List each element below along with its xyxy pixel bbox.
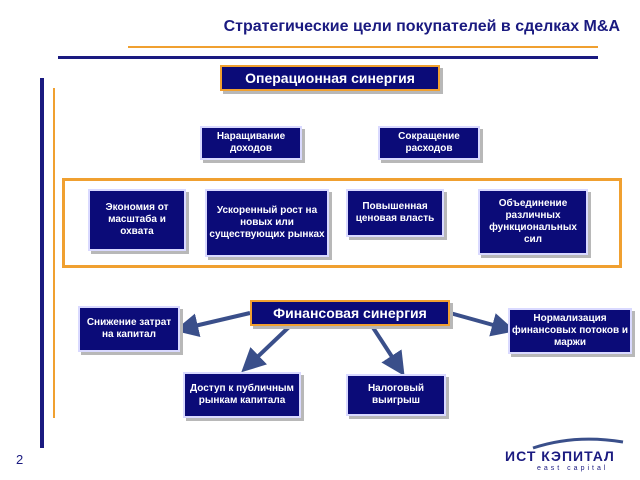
- functional-combination-label: Объединение различных функциональных сил: [489, 198, 577, 245]
- normalization-label: Нормализация финансовых потоков и маржи: [511, 313, 629, 348]
- public-access-label: Доступ к публичным рынкам капитала: [190, 383, 294, 406]
- logo-sub-text: east capital: [537, 465, 609, 472]
- revenue-growth-box: Наращивание доходов: [200, 126, 302, 160]
- accelerated-growth-box: Ускоренный рост на новых или существующи…: [205, 189, 329, 257]
- pricing-power-box: Повышенная ценовая власть: [346, 189, 444, 237]
- arrow-to-tax: [370, 324, 405, 377]
- cost-reduction-label: Сокращение расходов: [398, 131, 460, 154]
- financial-synergy-title: Финансовая синергия: [273, 305, 427, 321]
- operational-synergy-title: Операционная синергия: [245, 70, 415, 86]
- public-access-box: Доступ к публичным рынкам капитала: [183, 372, 301, 418]
- capital-cost-label: Снижение затрат на капитал: [86, 317, 172, 340]
- company-logo: ИСТ КЭПИТАЛ east capital: [505, 436, 625, 476]
- left-accent-bar-navy: [40, 78, 44, 448]
- title-divider-orange: [128, 46, 598, 48]
- title-divider-navy: [58, 56, 598, 59]
- capital-cost-box: Снижение затрат на капитал: [78, 306, 180, 352]
- logo-swoosh-icon: [532, 437, 624, 450]
- accelerated-growth-label: Ускоренный рост на новых или существующи…: [209, 205, 325, 240]
- revenue-growth-label: Наращивание доходов: [216, 131, 286, 154]
- pricing-power-label: Повышенная ценовая власть: [355, 201, 435, 224]
- tax-benefit-box: Налоговый выигрыш: [346, 374, 446, 416]
- operational-items-frame: [62, 178, 622, 268]
- normalization-box: Нормализация финансовых потоков и маржи: [508, 308, 632, 354]
- scale-economy-label: Экономия от масштаба и охвата: [105, 202, 169, 237]
- tax-benefit-label: Налоговый выигрыш: [367, 383, 425, 406]
- page-title: Стратегические цели покупателей в сделка…: [223, 18, 620, 35]
- page-number: 2: [16, 452, 24, 467]
- left-accent-bar-orange: [53, 88, 55, 418]
- arrow-to-public-access: [241, 324, 292, 373]
- scale-economy-box: Экономия от масштаба и охвата: [88, 189, 186, 251]
- operational-synergy-box: Операционная синергия: [220, 65, 440, 91]
- financial-synergy-box: Финансовая синергия: [250, 300, 450, 326]
- arrow-to-capital-cost: [174, 311, 251, 337]
- functional-combination-box: Объединение различных функциональных сил: [478, 189, 588, 255]
- arrow-to-normalization: [449, 311, 516, 337]
- logo-main-text: ИСТ КЭПИТАЛ: [505, 448, 615, 464]
- cost-reduction-box: Сокращение расходов: [378, 126, 480, 160]
